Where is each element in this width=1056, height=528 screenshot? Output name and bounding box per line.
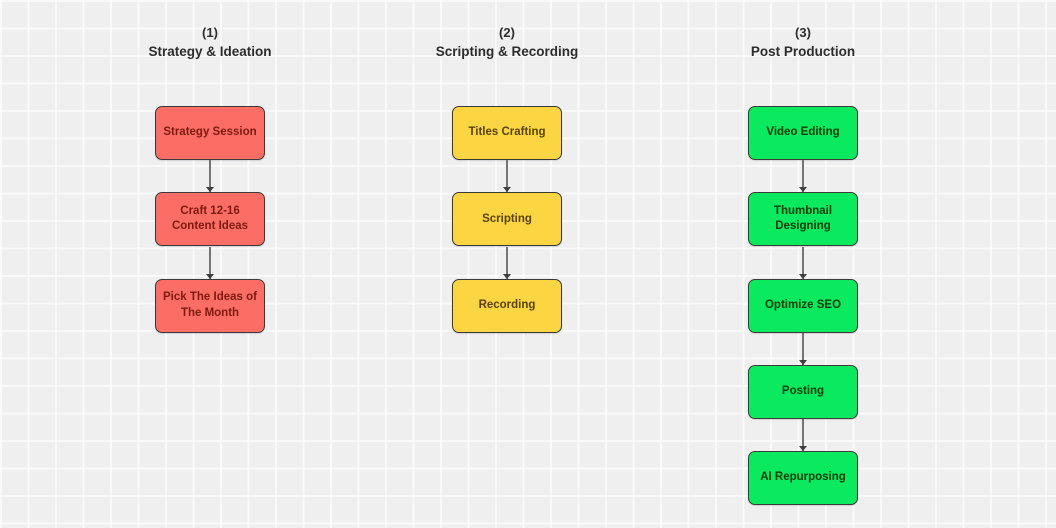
connector-arrow[interactable] [799,160,807,193]
connector-arrow[interactable] [503,246,511,279]
arrowhead-icon [503,273,511,279]
arrowhead-icon [799,187,807,193]
column-3-header[interactable]: (3) Post Production [751,23,855,61]
connector-arrow[interactable] [799,246,807,279]
flow-node-pick-the-ideas-of-the-month[interactable]: Pick The Ideas of The Month [155,278,265,333]
flow-node-recording[interactable]: Recording [452,278,562,333]
column-2-header[interactable]: (2) Scripting & Recording [436,23,579,61]
column-title-label: Strategy & Ideation [148,44,272,59]
node-label: Recording [478,298,536,311]
node-label: Titles Crafting [468,126,546,139]
arrowhead-icon [206,187,214,193]
arrowhead-icon [206,273,214,279]
column-title-label: Scripting & Recording [435,44,579,59]
flow-node-video-editing[interactable]: Video Editing [748,106,858,160]
connector-arrow[interactable] [799,332,807,365]
connector-arrow[interactable] [206,160,214,193]
flow-node-posting[interactable]: Posting [748,364,858,419]
node-label: Pick The Ideas of The Month [163,291,257,319]
flow-node-ai-repurposing[interactable]: AI Repurposing [748,451,858,506]
arrowhead-icon [799,359,807,365]
connector-arrow[interactable] [206,246,214,279]
arrowhead-icon [799,273,807,279]
node-label: Strategy Session [163,126,257,139]
column-number-label: (1) [202,25,218,40]
arrowhead-icon [799,446,807,452]
node-label: AI Repurposing [760,471,846,484]
flow-node-thumbnail-designing[interactable]: Thumbnail Designing [748,192,858,247]
node-label: Video Editing [766,126,840,139]
flow-node-optimize-seo[interactable]: Optimize SEO [748,278,858,333]
node-label: Thumbnail Designing [773,204,833,233]
flow-node-scripting[interactable]: Scripting [452,192,562,247]
connector-arrow[interactable] [799,419,807,452]
node-label: Posting [781,385,825,398]
column-1-header[interactable]: (1) Strategy & Ideation [148,23,271,61]
node-label: Craft 12-16 Content Ideas [171,204,249,233]
connector-arrow[interactable] [503,160,511,193]
flow-node-craft-12-16-content-ideas[interactable]: Craft 12-16 Content Ideas [155,192,265,247]
column-number-label: (3) [795,25,811,40]
flow-node-titles-crafting[interactable]: Titles Crafting [452,106,562,160]
flow-node-strategy-session[interactable]: Strategy Session [155,106,265,160]
arrowhead-icon [503,187,511,193]
node-label: Scripting [482,212,532,225]
node-label: Optimize SEO [764,298,842,311]
column-title-label: Post Production [750,44,856,59]
column-number-label: (2) [499,25,515,40]
